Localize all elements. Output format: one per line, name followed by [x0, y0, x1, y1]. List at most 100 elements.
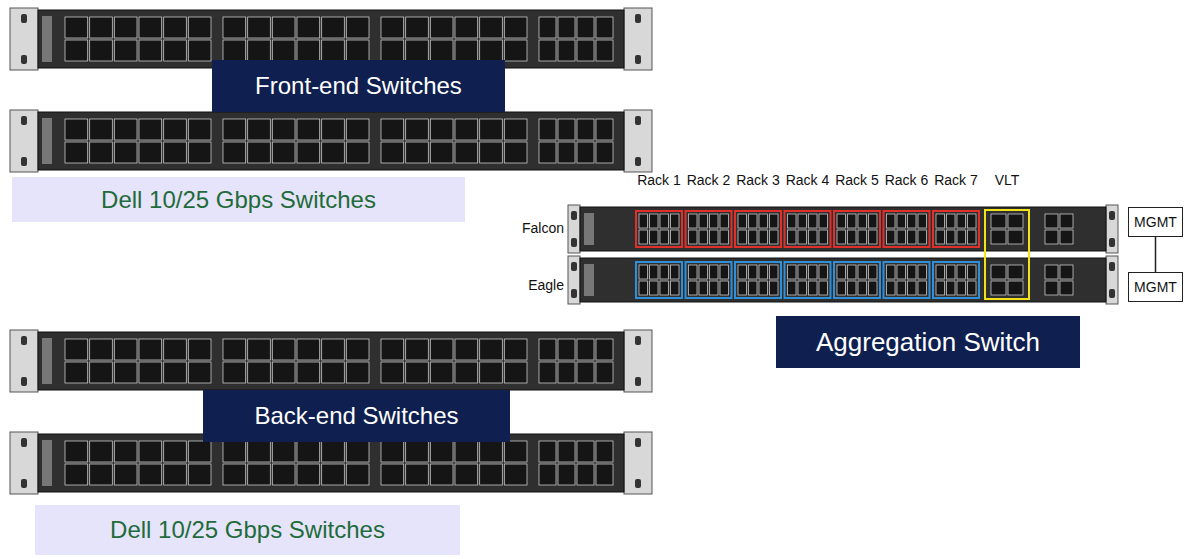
ear-hole: [571, 238, 577, 247]
switch-port: [887, 230, 896, 244]
status-panel: [584, 264, 594, 296]
ear-hole: [571, 262, 577, 271]
switch-port: [689, 265, 698, 279]
switch-port: [406, 362, 429, 383]
switch-port: [671, 214, 680, 228]
switch-port: [848, 214, 857, 228]
switch-port: [188, 339, 211, 360]
switch-port: [322, 362, 345, 383]
ear-hole: [21, 116, 27, 125]
switch-port: [504, 362, 527, 383]
section-title: Aggregation Switch: [776, 316, 1080, 368]
switch-port: [90, 441, 113, 462]
front-back-switch: [10, 110, 652, 172]
switch-port: [539, 464, 556, 485]
switch-port: [406, 142, 429, 163]
switch-port: [749, 214, 758, 228]
switch-port: [798, 214, 807, 228]
rack-label: Rack 6: [885, 172, 929, 188]
rack-label: Rack 1: [637, 172, 681, 188]
switch-port: [114, 362, 137, 383]
rack-label: Rack 2: [687, 172, 731, 188]
port-group-outline: [884, 211, 930, 247]
switch-port: [272, 40, 295, 61]
switch-port: [710, 265, 719, 279]
node-text: Dell 10/25 Gbps Switches: [101, 186, 376, 214]
node-text: Dell 10/25 Gbps Switches: [110, 516, 385, 544]
switch-name: Eagle: [528, 277, 564, 293]
rack-ear: [568, 256, 580, 304]
switch-port: [596, 362, 613, 383]
switch-port: [223, 142, 246, 163]
switch-port: [968, 265, 977, 279]
switch-port: [869, 214, 878, 228]
switch-port: [406, 464, 429, 485]
ear-hole: [1109, 262, 1115, 271]
vlt-label: VLT: [995, 172, 1020, 188]
ear-hole: [21, 157, 27, 166]
switch-port: [65, 17, 88, 38]
switch-port: [406, 17, 429, 38]
switch-port: [968, 230, 977, 244]
ear-hole: [635, 14, 641, 23]
switch-port: [430, 142, 453, 163]
switch-port: [639, 214, 648, 228]
switch-port: [188, 464, 211, 485]
switch-port: [381, 362, 404, 383]
switch-port: [596, 464, 613, 485]
switch-port: [1060, 265, 1073, 279]
switch-port: [738, 214, 747, 228]
switch-body: [580, 207, 1106, 251]
switch-port: [346, 464, 369, 485]
switch-port: [272, 119, 295, 140]
switch-port: [936, 230, 945, 244]
switch-port: [539, 40, 556, 61]
switch-port: [272, 339, 295, 360]
port-group-outline: [933, 262, 979, 298]
node-text: Aggregation Switch: [816, 327, 1040, 358]
switch-port: [455, 142, 478, 163]
switch-body: [38, 434, 624, 492]
switch-port: [346, 142, 369, 163]
switch-port: [114, 339, 137, 360]
switch-port: [188, 362, 211, 383]
switch-port: [248, 17, 271, 38]
switch-port: [480, 362, 503, 383]
node-text: MGMT: [1134, 214, 1177, 230]
switch-port: [991, 265, 1006, 279]
eagle-switch: [568, 256, 1118, 304]
switch-port: [346, 362, 369, 383]
rack-ear: [624, 110, 652, 172]
ear-hole: [21, 336, 27, 345]
switch-port: [406, 441, 429, 462]
switch-port: [1008, 265, 1023, 279]
switch-port: [798, 281, 807, 295]
switch-port: [689, 230, 698, 244]
switch-port: [188, 119, 211, 140]
switch-port: [114, 17, 137, 38]
switch-port: [759, 230, 768, 244]
ear-hole: [1109, 211, 1115, 220]
switch-port: [577, 339, 594, 360]
switch-port: [1045, 265, 1058, 279]
switch-port: [90, 119, 113, 140]
switch-port: [1045, 230, 1058, 244]
switch-port: [223, 119, 246, 140]
switch-port: [188, 40, 211, 61]
switch-port: [539, 339, 556, 360]
switch-port: [918, 230, 927, 244]
switch-port: [710, 214, 719, 228]
switch-port: [798, 265, 807, 279]
switch-port: [480, 17, 503, 38]
switch-port: [480, 464, 503, 485]
switch-port: [297, 17, 320, 38]
switch-port: [539, 362, 556, 383]
switch-port: [558, 17, 575, 38]
switch-port: [991, 214, 1006, 228]
switch-port: [577, 17, 594, 38]
switch-port: [297, 362, 320, 383]
switch-port: [738, 281, 747, 295]
ear-hole: [635, 116, 641, 125]
switch-port: [65, 464, 88, 485]
switch-port: [346, 40, 369, 61]
